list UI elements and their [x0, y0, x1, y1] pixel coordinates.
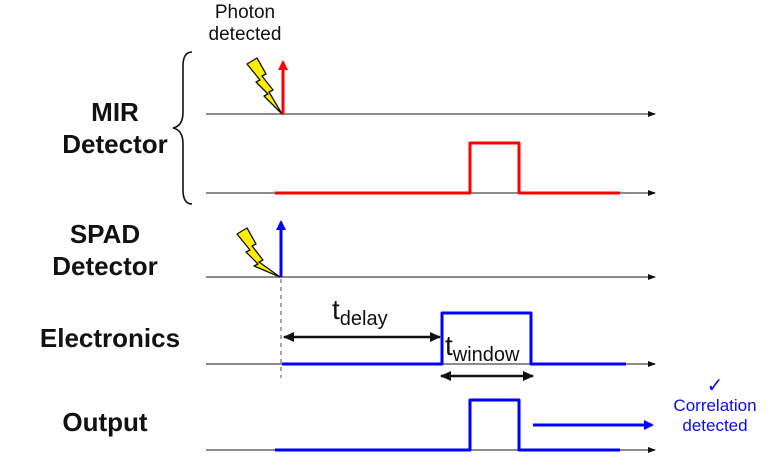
spad-label-line1: SPAD	[69, 219, 141, 249]
t-delay-label: tdelay	[332, 294, 388, 331]
row-label-output: Output	[30, 406, 180, 438]
t-delay-sub: delay	[339, 308, 388, 330]
mir-pulse	[275, 141, 620, 195]
t-delay-main: t	[332, 294, 340, 325]
t-window-label: twindow	[445, 330, 519, 367]
electronics-window-pulse	[282, 311, 626, 366]
output-label: Output	[62, 407, 148, 437]
t-window-main: t	[445, 330, 453, 361]
photon-label-line2: detected	[208, 24, 282, 45]
lightning-bolt-icon-mir	[246, 57, 283, 115]
photon-label-line1: Photon	[214, 2, 276, 23]
electronics-label: Electronics	[39, 323, 181, 353]
result-line1: Correlation	[673, 396, 757, 415]
result-line2: detected	[682, 416, 748, 435]
correlation-result: ✓ Correlation detected	[660, 376, 770, 436]
row-label-mir: MIR Detector	[40, 96, 190, 160]
row-label-electronics: Electronics	[20, 322, 200, 354]
spad-label-line2: Detector	[52, 251, 158, 281]
t-window-sub: window	[452, 344, 520, 366]
row-label-spad: SPAD Detector	[30, 218, 180, 282]
curly-brace	[172, 51, 193, 205]
photon-detected-label: Photon detected	[200, 2, 290, 46]
check-mark-icon: ✓	[706, 375, 724, 397]
output-pulse	[275, 398, 620, 452]
mir-label-line1: MIR	[91, 97, 139, 127]
mir-label-line2: Detector	[62, 129, 168, 159]
lightning-bolt-icon-spad	[236, 227, 281, 278]
